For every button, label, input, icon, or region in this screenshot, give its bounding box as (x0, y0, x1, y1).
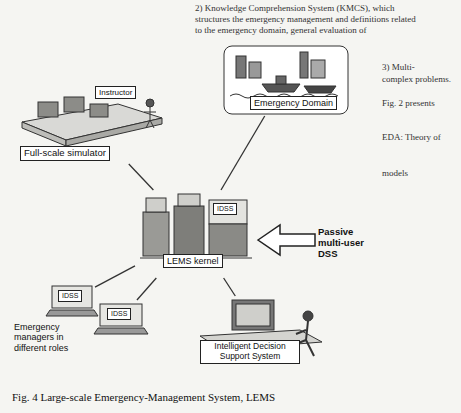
figure-group: IDSS (50, 282, 95, 316)
terminal-illustration (46, 286, 148, 334)
network-link (129, 164, 154, 190)
body-text: 2) Knowledge Comprehension System (KMCS)… (195, 3, 394, 13)
computer-label: IDSS (213, 203, 237, 215)
computer-label: IDSS (58, 290, 82, 302)
figure-caption: Fig. 4 Large-scale Emergency-Management … (12, 391, 275, 404)
network-link (221, 116, 265, 190)
network-link (95, 266, 135, 287)
kernel-illustration (140, 194, 252, 258)
kernel-label: LEMS kernel (163, 254, 223, 268)
figure-group: IDSS LEMS kernel (135, 190, 255, 278)
body-text: 3) Multi- (382, 62, 415, 72)
annotation: Emergency managers in different roles (14, 322, 92, 353)
figure-group: IDSS (98, 300, 146, 334)
domain-label: Emergency Domain (250, 96, 337, 110)
network-link (137, 278, 156, 300)
figure-group: Emergency Domain (222, 44, 350, 116)
simulator-illustration (22, 97, 162, 146)
network-link (224, 278, 236, 296)
computer-label: IDSS (107, 308, 131, 320)
hollow-arrow (258, 225, 315, 255)
body-text: models (382, 168, 408, 178)
person-label: Instructor (95, 86, 136, 99)
figure-group: Intelligent Decision Support System (195, 296, 325, 372)
body-text: Fig. 2 presents (382, 98, 435, 108)
simulator-label: Full-scale simulator (20, 146, 110, 161)
idss-label: Intelligent Decision Support System (200, 340, 300, 364)
body-text: structures the emergency management and … (195, 14, 416, 24)
body-text: to the emergency domain, general evaluat… (195, 25, 367, 35)
annotation: Passive multi-user DSS (318, 227, 376, 260)
body-text: EDA: Theory of (382, 132, 441, 142)
body-text: complex problems. (382, 74, 451, 84)
figure-group: InstructorFull-scale simulator (15, 82, 165, 164)
emergency-domain-illustration (224, 46, 348, 114)
